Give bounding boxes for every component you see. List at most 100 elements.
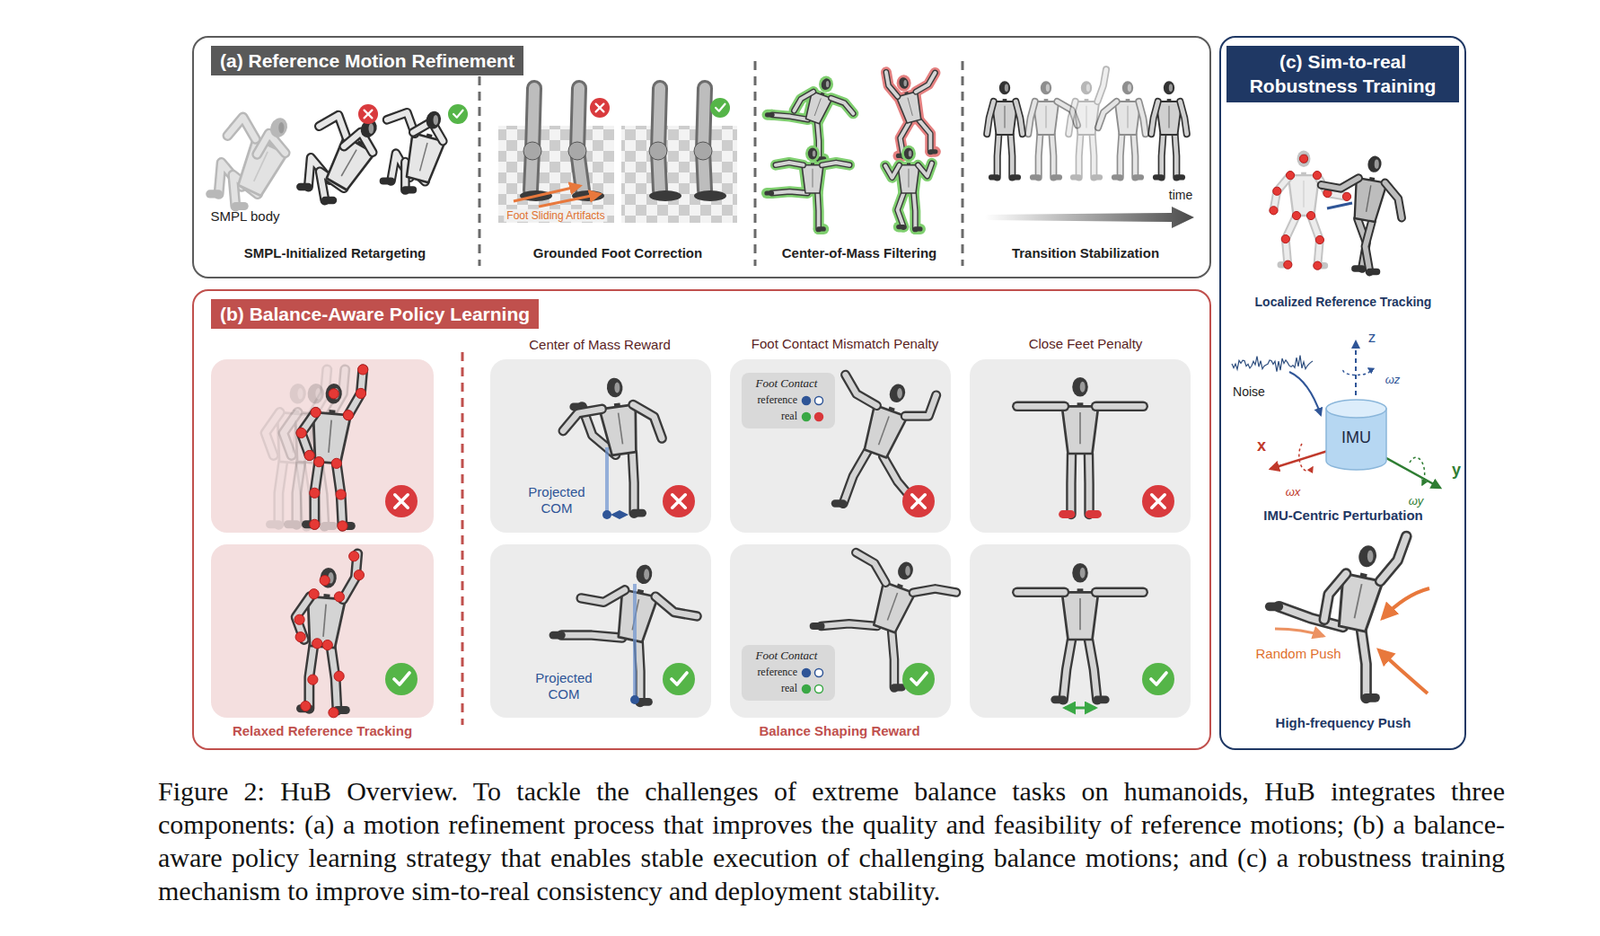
figure-label: ωy [1408, 493, 1425, 509]
figure-shape [1083, 453, 1095, 514]
figure-shape [1175, 134, 1178, 177]
figure-shape [1321, 177, 1359, 189]
figure-shape [1126, 105, 1128, 129]
figure-shape [896, 74, 912, 91]
figure-shape [1176, 174, 1183, 180]
figure-shape [1097, 694, 1106, 704]
checker-floor [621, 125, 738, 223]
figure-shape [1015, 101, 1022, 134]
figure-shape [328, 707, 339, 718]
node-text: Foot Contact [741, 648, 832, 663]
figure-shape [772, 114, 809, 120]
figure-shape [294, 614, 305, 625]
figure-shape [911, 672, 927, 685]
figure-shape [904, 148, 914, 160]
push-arrow [1382, 588, 1430, 618]
figure-shape [335, 489, 346, 500]
figure-shape [1353, 583, 1362, 618]
figure-shape [640, 697, 649, 706]
figure-shape [1079, 412, 1082, 444]
panel-heading: (c) Sim-to-real Robustness Training [1226, 45, 1460, 103]
figure-shape [918, 120, 931, 152]
figure-shape [1151, 672, 1167, 685]
figure-shape [772, 114, 809, 120]
noise-signal [1231, 355, 1313, 372]
figure-shape [1175, 134, 1178, 177]
figure-shape [1302, 180, 1304, 208]
robot-figure [210, 114, 291, 206]
figure-shape [562, 408, 602, 431]
figure-shape [1089, 509, 1098, 519]
figure-shape [1096, 401, 1144, 412]
figure-shape [895, 559, 915, 581]
figure-label: ωx [1285, 484, 1302, 500]
figure-shape [358, 104, 379, 124]
figure-shape [1080, 567, 1086, 579]
figure-shape [1380, 536, 1407, 581]
node-text: Projected COM [520, 483, 593, 517]
figure-shape [1011, 174, 1019, 180]
card-background [729, 544, 951, 718]
figure-shape [1151, 101, 1158, 134]
figure-shape [812, 149, 817, 157]
push-arrow [1274, 628, 1324, 636]
figure-shape [802, 413, 811, 422]
figure-shape [814, 97, 821, 116]
figure-label: SMPL-Initialized Retargeting [244, 245, 427, 262]
figure-shape [1364, 220, 1372, 272]
figure-shape [1285, 171, 1294, 180]
figure-shape [614, 381, 620, 393]
contact-legend: Foot Contactreferencereal [741, 644, 836, 701]
figure-shape [1122, 80, 1134, 95]
figure-shape [918, 120, 931, 152]
figure-shape [775, 162, 804, 166]
robot-figure [1028, 80, 1078, 177]
figure-shape [802, 685, 811, 694]
figure-shape [898, 224, 905, 229]
cross-icon [358, 104, 379, 124]
figure-shape [1342, 192, 1351, 201]
panel-heading: (a) Reference Motion Refinement [210, 45, 524, 76]
figure-shape [1080, 381, 1086, 393]
figure-shape [358, 364, 369, 375]
robot-figure [383, 109, 446, 191]
check-icon [710, 97, 730, 118]
figure-shape [896, 387, 903, 399]
figure-shape [1062, 591, 1099, 640]
figure-shape [331, 457, 342, 468]
figure-shape [1297, 150, 1311, 168]
figure-shape [1283, 260, 1293, 269]
figure-shape [368, 123, 374, 134]
figure-shape [891, 631, 895, 687]
figure-shape [1085, 453, 1092, 514]
figure-label: Foot Sliding Artifacts [503, 209, 607, 222]
figure-shape [323, 604, 326, 637]
figure-shape [304, 449, 315, 460]
imu-cylinder: IMU [1324, 397, 1392, 472]
figure-shape [1292, 210, 1301, 220]
figure-shape [1120, 134, 1123, 177]
figure-shape [655, 596, 697, 616]
dashed-separator [478, 61, 482, 266]
figure-shape [1088, 639, 1097, 700]
robot-figure [296, 364, 369, 531]
figure-shape [227, 117, 255, 140]
figure-shape [912, 494, 925, 508]
figure-shape [1017, 401, 1065, 412]
figure-shape [901, 145, 916, 162]
figure-shape [1365, 693, 1376, 703]
robot-figure [885, 145, 932, 229]
figure-shape [887, 381, 908, 405]
figure-shape [830, 97, 853, 114]
figure-shape [334, 670, 344, 681]
figure-shape [775, 162, 804, 166]
figure-shape [905, 565, 911, 576]
figure-shape [915, 72, 935, 92]
figure-shape [1151, 494, 1165, 508]
cross-icon [385, 484, 418, 518]
figure-shape [383, 176, 392, 185]
figure-label: time [1169, 187, 1193, 203]
com-dot [602, 509, 612, 519]
figure-shape [991, 174, 998, 180]
figure-shape [805, 145, 820, 162]
